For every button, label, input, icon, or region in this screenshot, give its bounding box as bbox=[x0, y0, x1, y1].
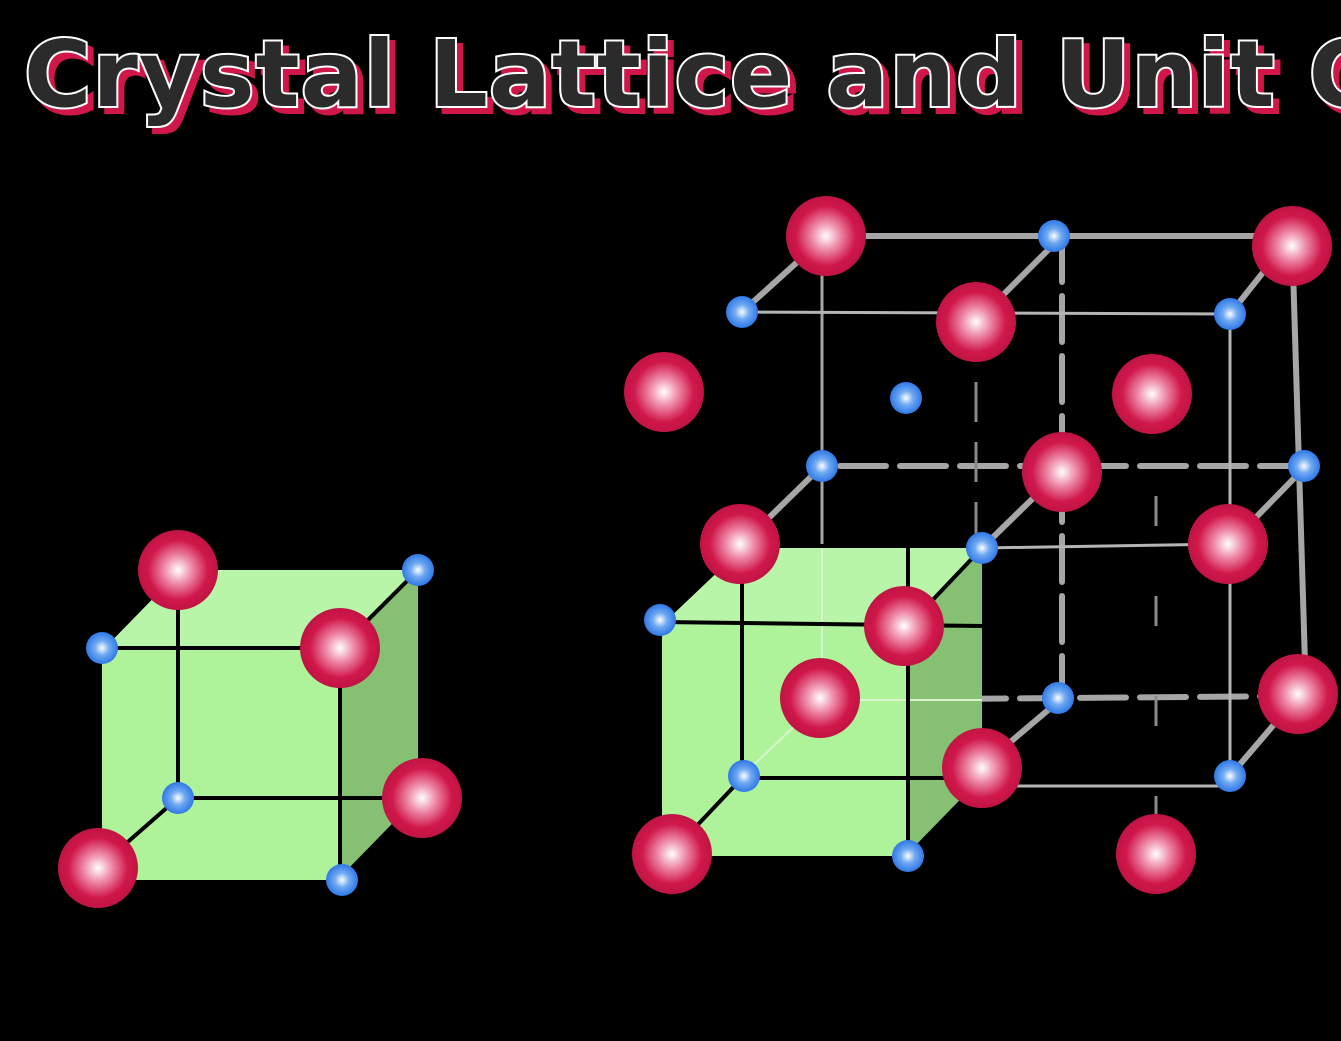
small-atom bbox=[1214, 760, 1246, 792]
small-atom bbox=[726, 296, 758, 328]
large-atom bbox=[382, 758, 462, 838]
large-atom bbox=[780, 658, 860, 738]
large-atom bbox=[700, 504, 780, 584]
large-atom bbox=[1252, 206, 1332, 286]
unit-cell-front-face bbox=[102, 648, 340, 880]
small-atom bbox=[326, 864, 358, 896]
large-atom bbox=[1116, 814, 1196, 894]
small-atom bbox=[86, 632, 118, 664]
lattice-large-atoms bbox=[624, 196, 1338, 894]
diagram-title: Crystal Lattice and Unit Cell bbox=[24, 21, 1341, 128]
small-atom bbox=[1038, 220, 1070, 252]
small-atom bbox=[892, 840, 924, 872]
crystal-lattice bbox=[624, 196, 1338, 894]
small-atom bbox=[728, 760, 760, 792]
small-atom bbox=[966, 532, 998, 564]
small-atom bbox=[644, 604, 676, 636]
large-atom bbox=[1022, 432, 1102, 512]
small-atom bbox=[1042, 682, 1074, 714]
large-atom bbox=[1258, 654, 1338, 734]
large-atom bbox=[936, 282, 1016, 362]
unit-cell-atoms bbox=[58, 530, 462, 908]
large-atom bbox=[786, 196, 866, 276]
large-atom bbox=[300, 608, 380, 688]
small-atom bbox=[890, 382, 922, 414]
large-atom bbox=[624, 352, 704, 432]
small-atom bbox=[402, 554, 434, 586]
large-atom bbox=[942, 728, 1022, 808]
title-group: Crystal Lattice and Unit Cell Crystal La… bbox=[22, 19, 1341, 136]
small-atom bbox=[162, 782, 194, 814]
small-atom bbox=[806, 450, 838, 482]
large-atom bbox=[138, 530, 218, 610]
unit-cell bbox=[58, 530, 462, 908]
large-atom bbox=[632, 814, 712, 894]
large-atom bbox=[864, 586, 944, 666]
small-atom bbox=[1288, 450, 1320, 482]
large-atom bbox=[1188, 504, 1268, 584]
title-shadow: Crystal Lattice and Unit Cell bbox=[30, 27, 1341, 134]
lattice-small-atoms bbox=[644, 220, 1320, 872]
large-atom bbox=[1112, 354, 1192, 434]
small-atom bbox=[1214, 298, 1246, 330]
large-atom bbox=[58, 828, 138, 908]
